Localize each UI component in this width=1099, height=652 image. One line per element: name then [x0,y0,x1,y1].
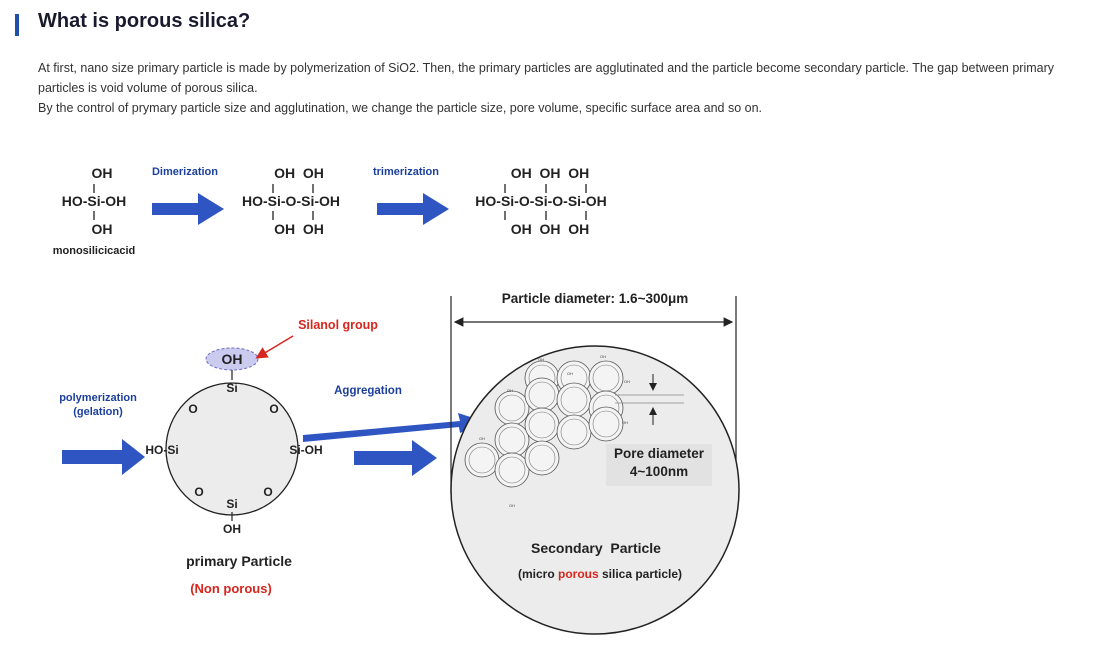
trimer-formula: HO-Si-O-Si-O-Si-OH [475,193,606,209]
mini-primary-particle [524,440,560,476]
intro-paragraph-1: At first, nano size primary particle is … [38,61,1055,95]
primary-particle-atoms: Si O O HO-Si Si-OH O O Si OH [145,370,323,536]
mini-primary-particle [524,377,560,413]
particle-diameter-label: Particle diameter: 1.6~300μm [502,291,689,306]
polymerization-arrow [62,439,145,475]
secondary-caption: Secondary Particle [531,540,661,556]
mini-oh-label: OH [622,420,628,425]
primary-top-oh: OH [222,351,243,367]
mini-primary-particle-inner [560,386,588,414]
aggregation-label: Aggregation [334,385,402,397]
intro-text: At first, nano size primary particle is … [38,58,1078,118]
silanol-pointer-arrow [255,335,294,359]
pore-diameter-label: Pore diameter [614,446,705,461]
non-porous-label: (Non porous) [190,581,272,596]
mini-primary-particle [588,360,624,396]
mini-primary-particle-inner [498,394,526,422]
title-accent-bar [15,14,19,36]
mini-primary-particle [588,406,624,442]
primary-o-lower-right: O [263,485,272,499]
dimer-bottom: OH OH [274,221,324,237]
mini-primary-particle [494,422,530,458]
primary-o-upper-left: O [188,402,197,416]
page-title: What is porous silica? [38,10,251,32]
mini-primary-particle [494,390,530,426]
mini-primary-particle [524,407,560,443]
mini-primary-particle-inner [498,456,526,484]
primary-si-oh-right: Si-OH [289,443,322,457]
primary-bottom-oh: OH [223,522,241,536]
pore-label-box [606,444,712,486]
mini-primary-particle-inner [592,410,620,438]
primary-particle-cluster: OH OH OH OH OH OH OH OH [464,354,630,508]
trimer-bottom: OH OH OH [511,221,590,237]
mono-bottom-oh: OH [92,221,113,237]
mini-primary-particle [556,414,592,450]
mini-primary-particle-inner [468,446,496,474]
pore-diameter-value: 4~100nm [630,464,688,479]
dimerization-label: Dimerization [152,166,218,178]
mini-primary-particle-inner [528,444,556,472]
primary-ho-si-left: HO-Si [145,443,178,457]
to-secondary-arrow [354,440,437,476]
dimer: OH OH HO-Si-O-Si-OH OH OH [242,165,340,237]
pore-diameter-marker [615,374,684,425]
gelation-label: (gelation) [73,406,123,418]
mono-top-oh: OH [92,165,113,181]
silanol-group-label: Silanol group [298,318,378,332]
trimer: OH OH OH HO-Si-O-Si-O-Si-OH OH OH OH [475,165,606,237]
trimer-top: OH OH OH [511,165,590,181]
primary-o-upper-right: O [269,402,278,416]
mini-primary-particle [464,442,500,478]
primary-si-bottom: Si [226,497,237,511]
polymerization-label: polymerization [59,392,137,404]
intro-paragraph-2: By the control of prymary particle size … [38,101,762,115]
dimerization-arrow [152,193,224,225]
dimer-top: OH OH [274,165,324,181]
mini-primary-particle-inner [560,418,588,446]
mini-oh-label: OH [507,388,513,393]
mini-oh-label: OH [538,357,544,362]
aggregation-arrow [303,413,486,442]
mini-oh-label: OH [600,354,606,359]
mini-primary-particle [494,452,530,488]
trimerization-label: trimerization [373,166,439,178]
mini-oh-label: OH [479,436,485,441]
primary-o-lower-left: O [194,485,203,499]
mini-oh-label: OH [509,503,515,508]
mono-caption: monosilicicacid [53,245,136,257]
mono-formula: HO-Si-OH [62,193,127,209]
monosilicic-acid: OH HO-Si-OH OH monosilicicacid [53,165,136,257]
secondary-subcaption: (micro porous silica particle) [518,567,682,581]
dimer-formula: HO-Si-O-Si-OH [242,193,340,209]
mini-primary-particle [556,382,592,418]
mini-oh-label: OH [624,379,630,384]
primary-si-top: Si [226,381,237,395]
mini-primary-particle-inner [528,411,556,439]
mini-oh-label: OH [567,371,573,376]
primary-caption: primary Particle [186,553,292,569]
trimerization-arrow [377,193,449,225]
